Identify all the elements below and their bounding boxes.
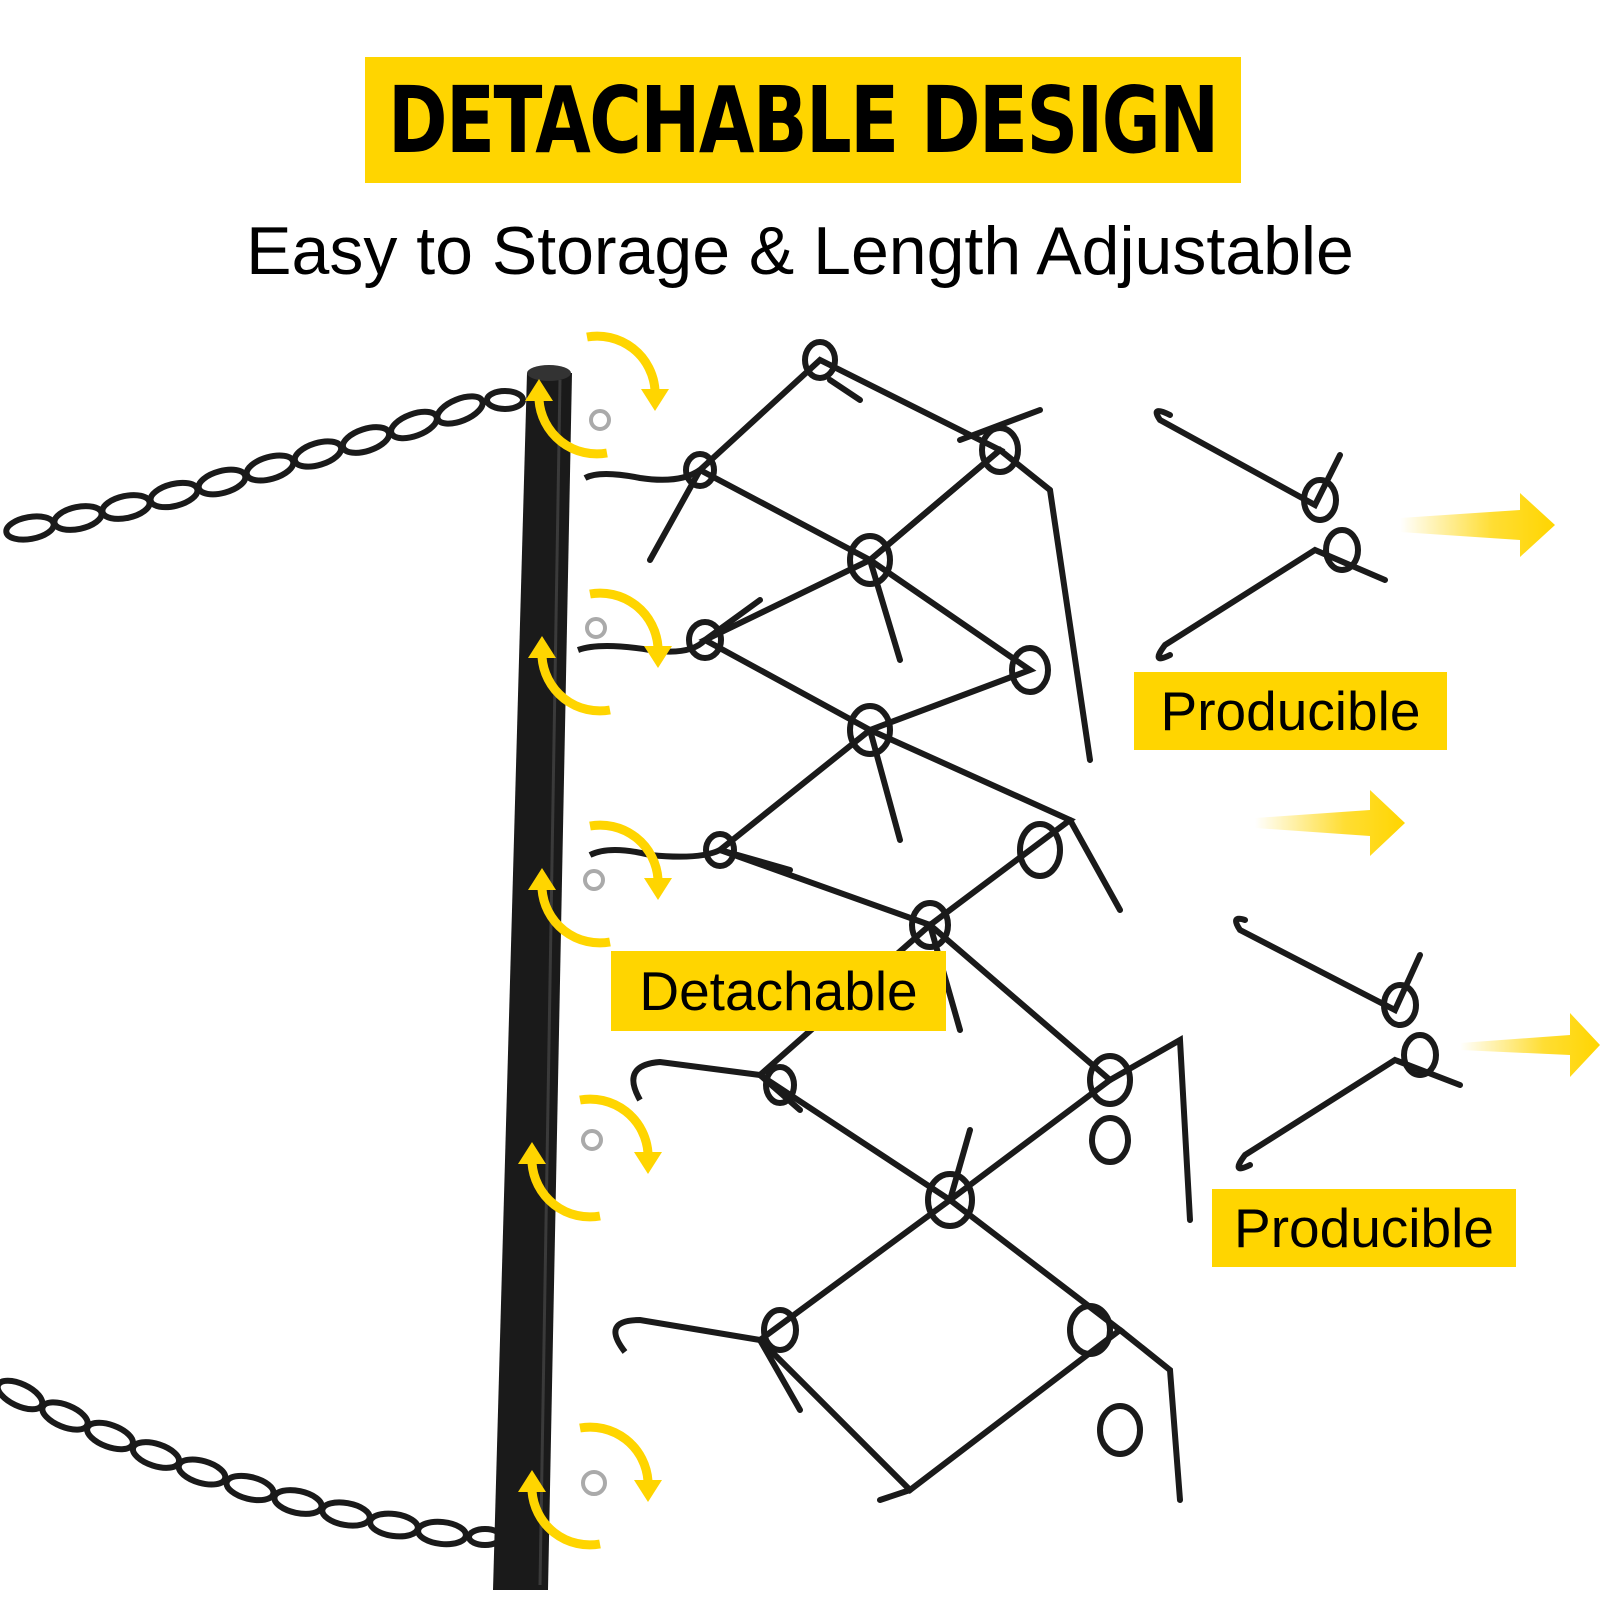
subtitle: Easy to Storage & Length Adjustable — [246, 213, 1354, 289]
producible-label-top: Producible — [1134, 672, 1447, 750]
page-title: DETACHABLE DESIGN — [388, 66, 1219, 174]
tine-hook-icon — [1153, 408, 1463, 1172]
producible-label-bottom: Producible — [1212, 1189, 1516, 1267]
chain-icon — [0, 388, 526, 1548]
detachable-label: Detachable — [611, 951, 946, 1031]
right-arrow-icon — [1255, 493, 1600, 1077]
drag-bar — [493, 373, 572, 1590]
title-banner: DETACHABLE DESIGN — [365, 57, 1241, 183]
harrow-mesh — [647, 356, 1193, 1503]
